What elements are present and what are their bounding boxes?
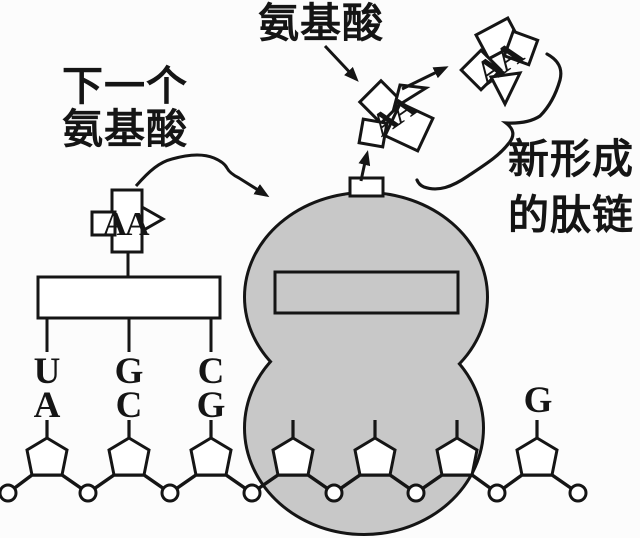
ribose-pentagon: [107, 436, 151, 477]
ribose-pentagon: [435, 436, 479, 477]
trna: U G C: [34, 252, 225, 392]
ribosome-exit-site: [348, 176, 385, 198]
ribose-pentagon: [271, 436, 315, 477]
aa-block: [357, 117, 389, 149]
phosphate-circle: [406, 483, 426, 503]
ribosome: [243, 176, 489, 536]
amino-acid-released: AA: [357, 78, 435, 153]
codon-base-1: A: [34, 385, 61, 426]
aa-block: [502, 29, 540, 67]
ribose-pentagon: [515, 436, 559, 477]
next-aa-path-arrow: [134, 153, 270, 198]
trna-anticodon-stems: [45, 318, 213, 352]
mrna-strand: [0, 420, 588, 503]
label-amino-acid: 氨基酸: [258, 0, 384, 46]
exit-site-arrow: [358, 150, 371, 182]
ribosome-large-subunit-fill: [246, 194, 486, 400]
phosphate-circle: [78, 483, 98, 503]
aa-block: [110, 188, 144, 254]
phosphate-circle: [487, 483, 507, 503]
label-next-amino-acid-line2: 氨基酸: [62, 106, 188, 152]
amino-acid-label-arrow: [323, 44, 359, 82]
label-new-peptide-line1: 新形成: [508, 136, 634, 182]
ribose-pentagon: [189, 436, 233, 477]
peptide-chain-brace: [415, 52, 563, 191]
arrows: [134, 44, 449, 198]
amino-acid-peptide-end: AA: [459, 16, 540, 108]
ribose-pentagon: [353, 436, 397, 477]
aa-block: [383, 101, 435, 153]
anticodon-base-1: U: [34, 351, 61, 392]
aa-label: AA: [102, 206, 150, 243]
text-labels: 氨基酸 下一个 氨基酸 新形成 的肽链: [62, 0, 634, 238]
codon-base-3: G: [197, 385, 226, 426]
ribose-sticks: [45, 420, 539, 438]
aa-notch: [140, 204, 167, 234]
phosphate-circle: [242, 483, 262, 503]
phosphate-circle: [160, 483, 180, 503]
released-aa-arrow: [401, 66, 449, 91]
downstream-base-g: G: [524, 380, 553, 421]
ribose-pentagon: [25, 436, 69, 477]
label-next-amino-acid-line1: 下一个: [62, 63, 188, 109]
amino-acid-on-trna: AA: [90, 188, 167, 254]
anticodon-base-3: C: [198, 351, 225, 392]
aa-notch: [391, 83, 431, 112]
aa-notch: [488, 71, 523, 108]
phosphate-circle: [0, 483, 18, 503]
trna-body: [36, 275, 222, 320]
ribosome-channel-rectangle: [273, 270, 460, 315]
aa-block: [90, 210, 117, 237]
mrna-bases: A C G G: [34, 380, 553, 426]
label-new-peptide-line2: 的肽链: [508, 192, 634, 238]
anticodon-base-2: G: [115, 351, 144, 392]
aa-block: [357, 78, 405, 126]
phosphate-circle: [324, 483, 344, 503]
codon-base-2: C: [116, 385, 143, 426]
aa-block: [473, 16, 523, 61]
phosphate-circle: [568, 483, 588, 503]
